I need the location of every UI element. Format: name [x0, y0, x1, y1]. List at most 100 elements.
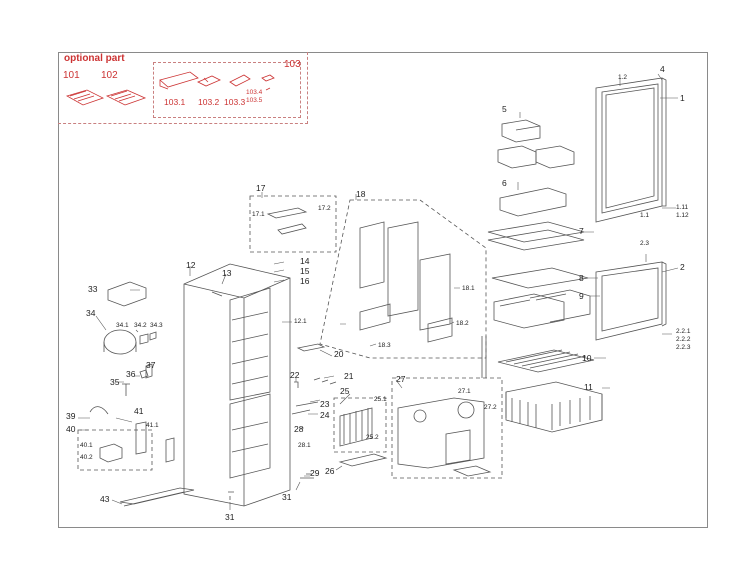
callout-22: 22 — [290, 370, 300, 380]
callout-10: 10 — [582, 353, 592, 363]
label-2-2-3: 2.2.3 — [676, 344, 691, 351]
callout-2: 2 — [680, 262, 685, 272]
lamp-cover-17-1 — [266, 207, 308, 235]
label-27-2: 27.2 — [484, 404, 497, 411]
ice-maker-103-2 — [197, 75, 221, 87]
heater-24 — [291, 409, 311, 415]
callout-17: 17 — [256, 183, 266, 193]
optional-part-box — [58, 52, 308, 124]
callout-11: 11 — [584, 382, 593, 392]
label-2-2-2: 2.2.2 — [676, 336, 691, 343]
group-17-box — [249, 195, 337, 253]
label-17-1: 17.1 — [252, 211, 265, 218]
label-18-1: 18.1 — [462, 285, 475, 292]
label-1-12: 1.12 — [676, 212, 689, 219]
callout-31a: 31 — [282, 492, 292, 502]
relay-33 — [107, 281, 147, 307]
callout-29: 29 — [310, 468, 320, 478]
display-panel — [165, 437, 175, 463]
water-valve-40 — [99, 443, 123, 463]
control-board-41 — [135, 421, 147, 455]
cable-39 — [89, 406, 109, 415]
callout-9: 9 — [579, 291, 584, 301]
optional-part-title: optional part — [64, 53, 125, 64]
freezer-basket-11 — [505, 381, 603, 433]
ice-maker-103-4 — [261, 74, 275, 91]
callout-26: 26 — [325, 466, 335, 476]
upper-door-1 — [595, 77, 667, 223]
callout-41: 41 — [134, 406, 144, 416]
callout-103-2: 103.2 — [198, 97, 220, 107]
callout-4: 4 — [660, 64, 665, 74]
label-1-11: 1.11 — [676, 204, 689, 211]
label-2-2-1: 2.2.1 — [676, 328, 691, 335]
callout-103-4: 103.4 — [246, 89, 263, 96]
evaporator-25 — [339, 407, 373, 447]
fan-assembly-27 — [397, 397, 492, 477]
callout-36: 36 — [126, 369, 136, 379]
door-bin-6 — [499, 187, 567, 217]
drawing-frame — [58, 52, 708, 528]
label-12-1: 12.1 — [294, 318, 307, 325]
part-36 — [139, 369, 149, 379]
callout-14: 14 — [300, 256, 310, 266]
callout-35: 35 — [110, 377, 120, 387]
label-18-3: 18.3 — [378, 342, 391, 349]
callout-23: 23 — [320, 399, 330, 409]
callout-37: 37 — [146, 360, 156, 370]
callout-33: 33 — [88, 284, 98, 294]
label-28-1: 28.1 — [298, 442, 311, 449]
foot-29 — [300, 473, 314, 479]
callout-6: 6 — [502, 178, 507, 188]
callout-21: 21 — [344, 371, 354, 381]
callout-103-3: 103.3 — [224, 97, 246, 107]
label-1-2: 1.2 — [618, 74, 628, 81]
callout-27: 27 — [396, 374, 406, 384]
label-2-3: 2.3 — [640, 240, 650, 247]
label-41-1: 41.1 — [146, 422, 159, 429]
label-17-2: 17.2 — [318, 205, 331, 212]
door-bin-5 — [497, 119, 575, 169]
callout-34: 34 — [86, 308, 96, 318]
callout-43: 43 — [100, 494, 110, 504]
callout-1: 1 — [680, 93, 685, 103]
callout-103: 103 — [284, 59, 301, 70]
callout-18: 18 — [356, 189, 366, 199]
label-25-2: 25.2 — [366, 434, 379, 441]
label-40-1: 40.1 — [80, 442, 93, 449]
label-27-1: 27.1 — [458, 388, 471, 395]
callout-31b: 31 — [225, 512, 235, 522]
group-40-box — [77, 429, 153, 471]
callout-102: 102 — [101, 70, 118, 81]
cabinet-12 — [183, 263, 291, 507]
ice-maker-103-1 — [159, 71, 199, 90]
group-18-box — [319, 199, 487, 359]
label-18-2: 18.2 — [456, 320, 469, 327]
glass-shelf-8 — [491, 267, 589, 289]
label-1-1: 1.1 — [640, 212, 650, 219]
ice-maker-103-3 — [229, 74, 251, 87]
callout-7: 7 — [579, 226, 584, 236]
heater-23 — [295, 401, 319, 407]
compressor-34 — [103, 329, 157, 355]
glass-shelf-7 — [487, 221, 585, 251]
group-27-box — [391, 377, 503, 479]
callout-5: 5 — [502, 104, 507, 114]
callout-39: 39 — [66, 411, 76, 421]
callout-12: 12 — [186, 260, 196, 270]
label-40-2: 40.2 — [80, 454, 93, 461]
callout-15: 15 — [300, 266, 310, 276]
wire-shelf-10 — [497, 349, 595, 373]
callout-103-5: 103.5 — [246, 97, 263, 104]
hinge-20 — [296, 343, 326, 352]
callout-101: 101 — [63, 70, 80, 81]
ice-tray-101 — [65, 89, 105, 106]
callout-40: 40 — [66, 424, 76, 434]
label-34-2: 34.2 — [134, 322, 147, 329]
base-plate-43 — [119, 487, 195, 507]
thermostat-37 — [145, 363, 153, 379]
group-25-box — [333, 397, 387, 453]
crisper-drawer-9 — [493, 289, 591, 329]
callout-28: 28 — [294, 424, 304, 434]
